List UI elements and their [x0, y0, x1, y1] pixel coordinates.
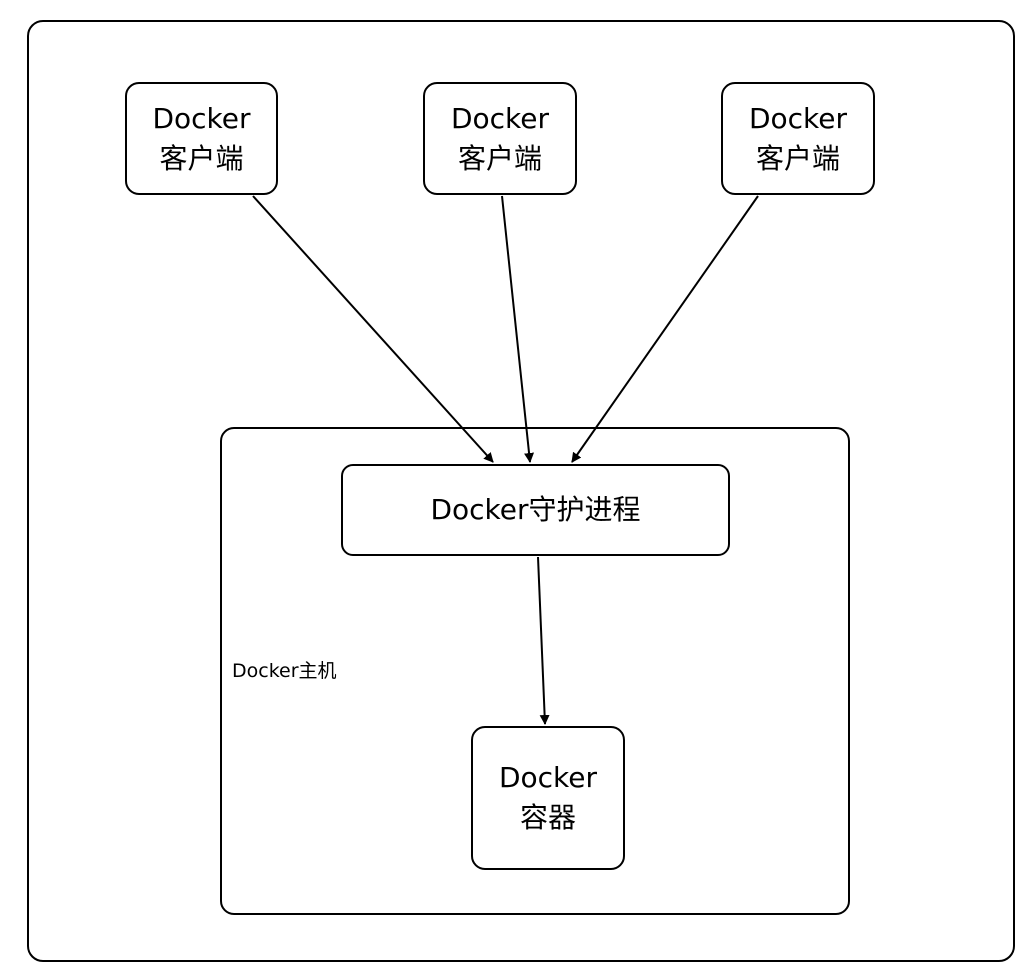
client-1-line2: 客户端 [159, 141, 244, 175]
client-2-line1: Docker [450, 101, 550, 135]
container-line1: Docker [498, 761, 598, 794]
client-3-line1: Docker [748, 101, 848, 135]
docker-container-node[interactable]: Docker 容器 [471, 726, 625, 870]
docker-client-node-2[interactable]: Docker 客户端 [423, 82, 577, 195]
docker-daemon-node[interactable]: Docker守护进程 [341, 464, 730, 556]
container-line2: 容器 [519, 801, 576, 834]
daemon-label: Docker守护进程 [430, 493, 641, 526]
client-1-line1: Docker [152, 101, 251, 135]
docker-client-node-1[interactable]: Docker 客户端 [125, 82, 278, 195]
client-2-line2: 客户端 [457, 141, 542, 175]
client-3-line2: 客户端 [755, 141, 840, 175]
docker-client-node-3[interactable]: Docker 客户端 [721, 82, 875, 195]
docker-host-label: Docker主机 [232, 660, 337, 682]
